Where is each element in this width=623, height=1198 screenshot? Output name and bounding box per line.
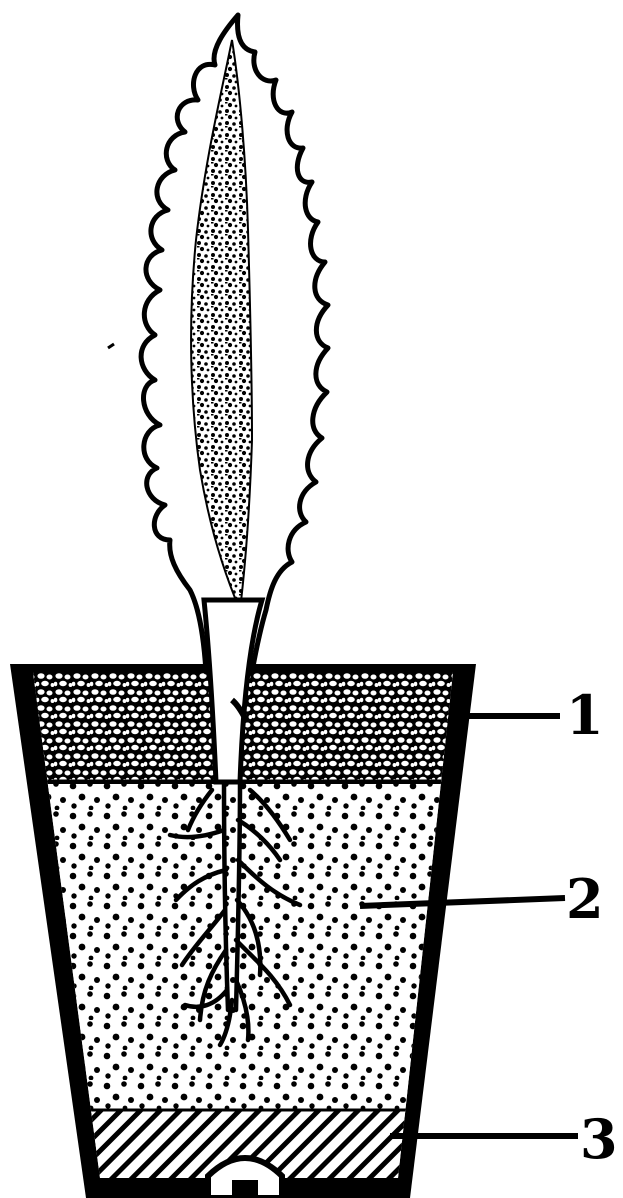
- label-3: 3: [580, 1107, 618, 1171]
- label-1: 1: [566, 683, 604, 747]
- stray-mark: [108, 344, 114, 348]
- drainage-hole-gap: [232, 1180, 258, 1198]
- label-2: 2: [566, 867, 604, 931]
